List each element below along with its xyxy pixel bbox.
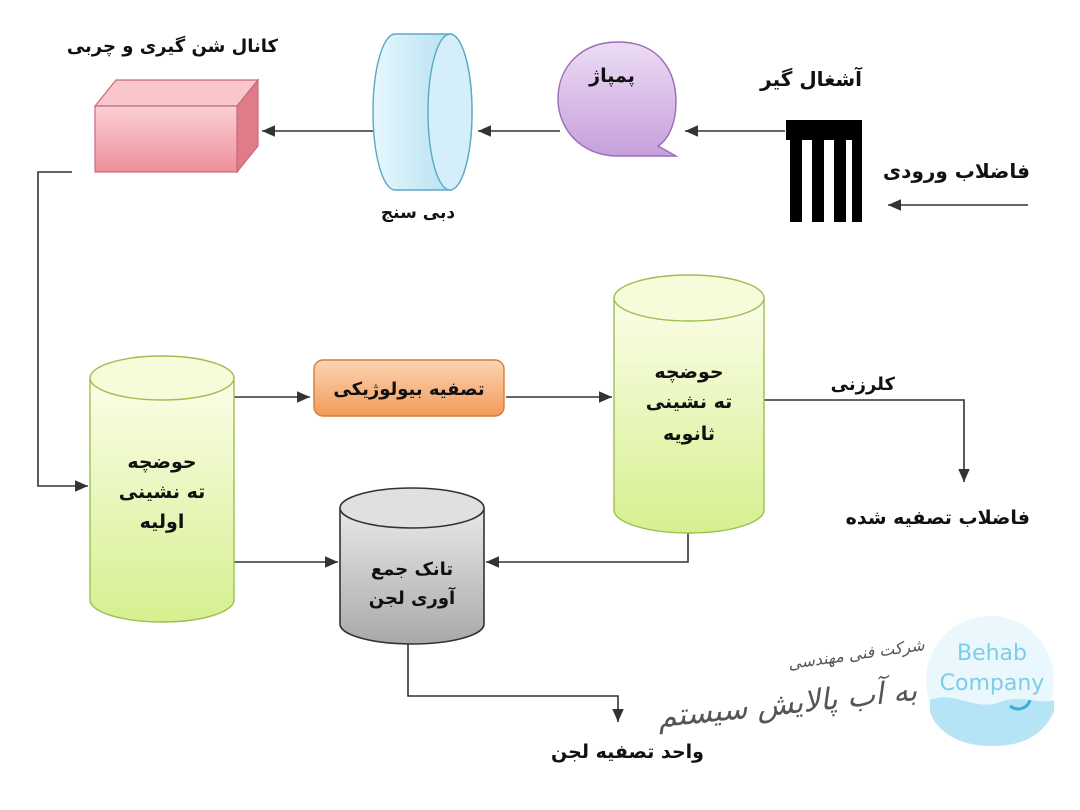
label-primary-1: حوضچه xyxy=(127,451,196,473)
company-logo: Behab Company شرکت فنی مهندسی به آب پالا… xyxy=(656,616,1054,746)
arrow-secondary-to-treated xyxy=(764,399,970,482)
biological-box-shape xyxy=(313,359,505,417)
label-pump: پمپاژ xyxy=(588,65,635,87)
primary-clarifier-shape xyxy=(89,355,235,623)
label-treated: فاضلاب تصفیه شده xyxy=(846,507,1030,529)
label-primary-3: اولیه xyxy=(140,511,185,533)
arrow-grit-to-primary xyxy=(37,171,88,492)
logo-fa-small: شرکت فنی مهندسی xyxy=(787,635,926,673)
sludge-tank-shape xyxy=(339,487,485,645)
label-secondary-2: ته نشینی xyxy=(646,391,732,413)
label-sludge-unit: واحد تصفیه لجن xyxy=(551,741,704,763)
labels: فاضلاب ورودی آشغال گیر پمپاژ دبی سنج کان… xyxy=(67,35,1030,763)
arrow-sludge-to-unit xyxy=(407,642,624,722)
connectors xyxy=(37,125,1028,722)
grit-channel-box xyxy=(93,78,260,174)
label-secondary-1: حوضچه xyxy=(654,361,723,383)
logo-text-line1: Behab xyxy=(957,641,1027,666)
arrow-secondary-to-sludge xyxy=(486,532,689,568)
logo-text-line2: Company xyxy=(940,671,1045,696)
label-sludge-tank-1: تانک جمع xyxy=(371,559,453,580)
flow-meter-shape xyxy=(372,33,473,191)
secondary-clarifier-shape xyxy=(613,274,765,534)
logo-fa-large: به آب پالایش سیستم xyxy=(656,671,919,735)
label-screen: آشغال گیر xyxy=(759,66,863,91)
label-flow-meter: دبی سنج xyxy=(381,203,455,223)
label-grit-channel: کانال شن گیری و چربی xyxy=(67,35,279,57)
label-biological: تصفیه بیولوژیکی xyxy=(333,379,484,400)
label-inflow: فاضلاب ورودی xyxy=(883,159,1030,183)
label-chlorination: کلرزنی xyxy=(831,374,896,395)
label-sludge-tank-2: آوری لجن xyxy=(369,586,456,609)
label-secondary-3: ثانویه xyxy=(663,423,715,445)
screen-icon xyxy=(786,120,862,222)
label-primary-2: ته نشینی xyxy=(119,481,205,503)
pump-shape xyxy=(557,41,679,157)
